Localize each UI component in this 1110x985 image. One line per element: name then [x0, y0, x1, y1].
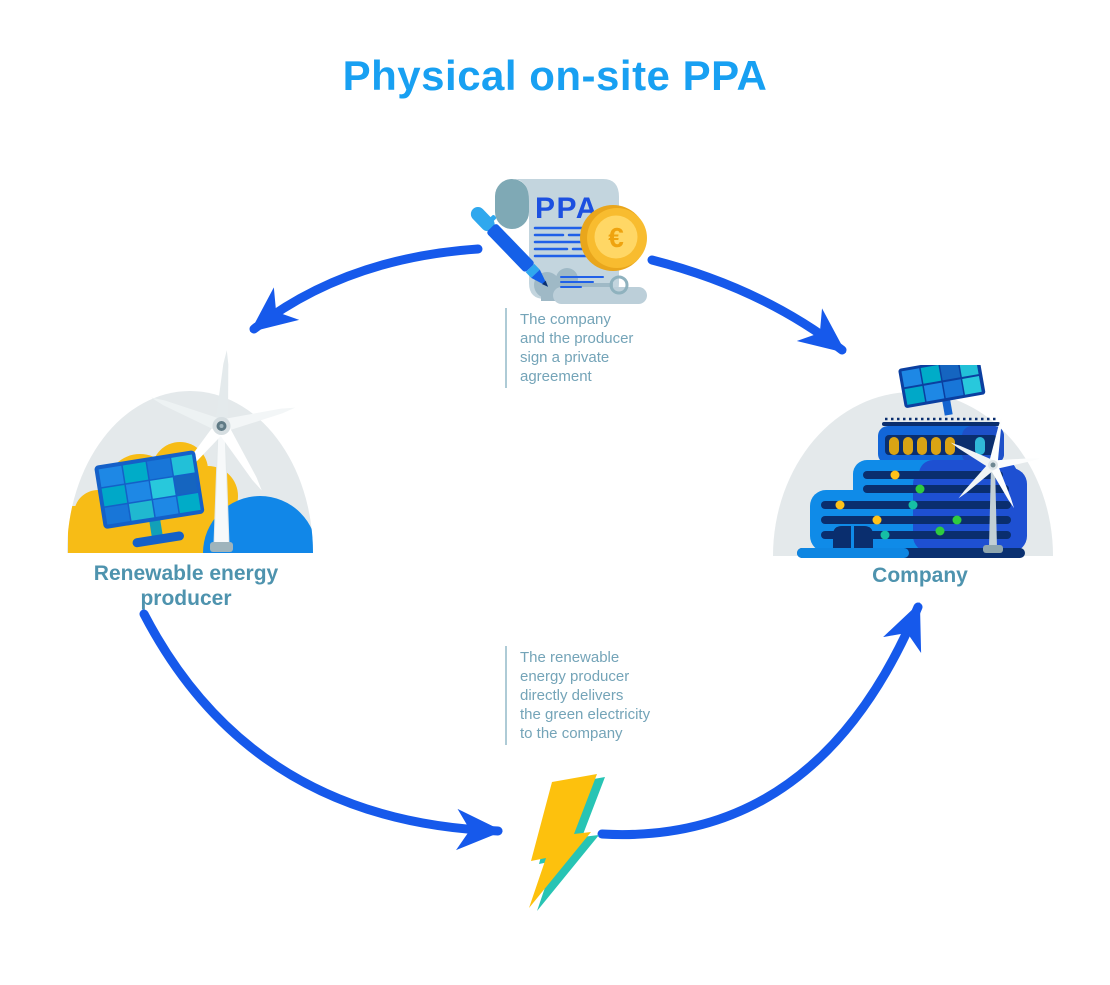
- tower-windows: [889, 437, 985, 455]
- producer-label: Renewable energy producer: [93, 562, 279, 610]
- caption-delivery: The renewable energy producer directly d…: [505, 646, 650, 745]
- renewable-producer-illustration: [67, 349, 313, 553]
- arrow-producer-to-electricity-icon: [139, 609, 503, 851]
- lightning-bolt-icon: [529, 774, 605, 911]
- wind-turbine-icon: [148, 349, 297, 552]
- company-illustration: [773, 365, 1053, 558]
- solar-panel-icon: [94, 450, 205, 548]
- ppa-document-icon: PPA €: [470, 179, 647, 304]
- building-lights: [835, 470, 962, 540]
- arrow-electricity-to-company-icon: [597, 602, 923, 840]
- document-roll: [534, 268, 647, 304]
- small-wind-turbine-icon: [948, 416, 1042, 553]
- euro-coin-icon: €: [580, 205, 647, 271]
- document-curl: [495, 179, 529, 229]
- arrow-agreement-to-company-icon: [647, 255, 847, 355]
- company-label: Company: [872, 564, 968, 587]
- blue-hill: [203, 496, 313, 553]
- page-title: Physical on-site PPA: [342, 52, 768, 99]
- rooftop-solar-panel-icon: [898, 365, 986, 416]
- caption-sign-agreement: The company and the producer sign a priv…: [505, 308, 633, 388]
- pen-icon: [470, 207, 549, 287]
- arrow-agreement-to-producer-icon: [249, 244, 483, 334]
- euro-symbol: €: [608, 222, 624, 253]
